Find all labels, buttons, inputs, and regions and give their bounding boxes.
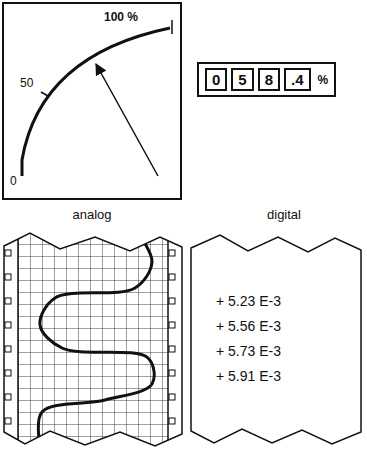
analog-meter: 100 % 50 0 — [2, 2, 182, 200]
digit: 5 — [238, 71, 246, 88]
sprocket-hole — [169, 418, 175, 424]
sprocket-hole — [169, 250, 175, 256]
panel-caption: analog — [72, 207, 111, 222]
scale-mark: 0 — [10, 174, 17, 188]
recorder-trace — [38, 236, 154, 446]
sprocket-hole — [169, 346, 175, 352]
printed-value: + 5.73 E-3 — [216, 339, 362, 364]
sprocket-hole — [5, 394, 11, 400]
digit-box: 8 — [258, 68, 280, 91]
sprocket-hole — [169, 394, 175, 400]
scale-mark: 50 — [20, 76, 33, 90]
printout-paper: + 5.23 E-3+ 5.56 E-3+ 5.73 E-3+ 5.91 E-3 — [190, 232, 362, 446]
panel-caption: digital — [267, 207, 301, 222]
torn-paper-outline — [190, 232, 362, 446]
sprocket-hole — [5, 274, 11, 280]
printed-value: + 5.56 E-3 — [216, 314, 362, 339]
strip-chart — [4, 230, 182, 448]
digit-box: 5 — [231, 68, 253, 91]
sprocket-hole — [5, 298, 11, 304]
printed-value: + 5.23 E-3 — [216, 289, 362, 314]
sprocket-hole — [5, 370, 11, 376]
unit-sign: % — [318, 73, 329, 87]
scale-mark: 100 % — [104, 10, 138, 24]
digital-display: 0 5 8 .4% — [197, 62, 336, 97]
printed-value: + 5.91 E-3 — [216, 364, 362, 389]
sprocket-hole — [169, 298, 175, 304]
sprocket-hole — [5, 250, 11, 256]
sprocket-hole — [169, 370, 175, 376]
digit-box: 0 — [205, 68, 227, 91]
digit: .4 — [291, 71, 304, 88]
meter-needle — [96, 64, 158, 176]
digit: 8 — [265, 71, 273, 88]
digit-box: .4 — [284, 68, 311, 91]
sprocket-hole — [169, 274, 175, 280]
sprocket-hole — [169, 322, 175, 328]
sprocket-hole — [5, 322, 11, 328]
sprocket-hole — [5, 418, 11, 424]
meter-scale — [22, 20, 172, 176]
digit: 0 — [212, 71, 220, 88]
sprocket-hole — [5, 346, 11, 352]
